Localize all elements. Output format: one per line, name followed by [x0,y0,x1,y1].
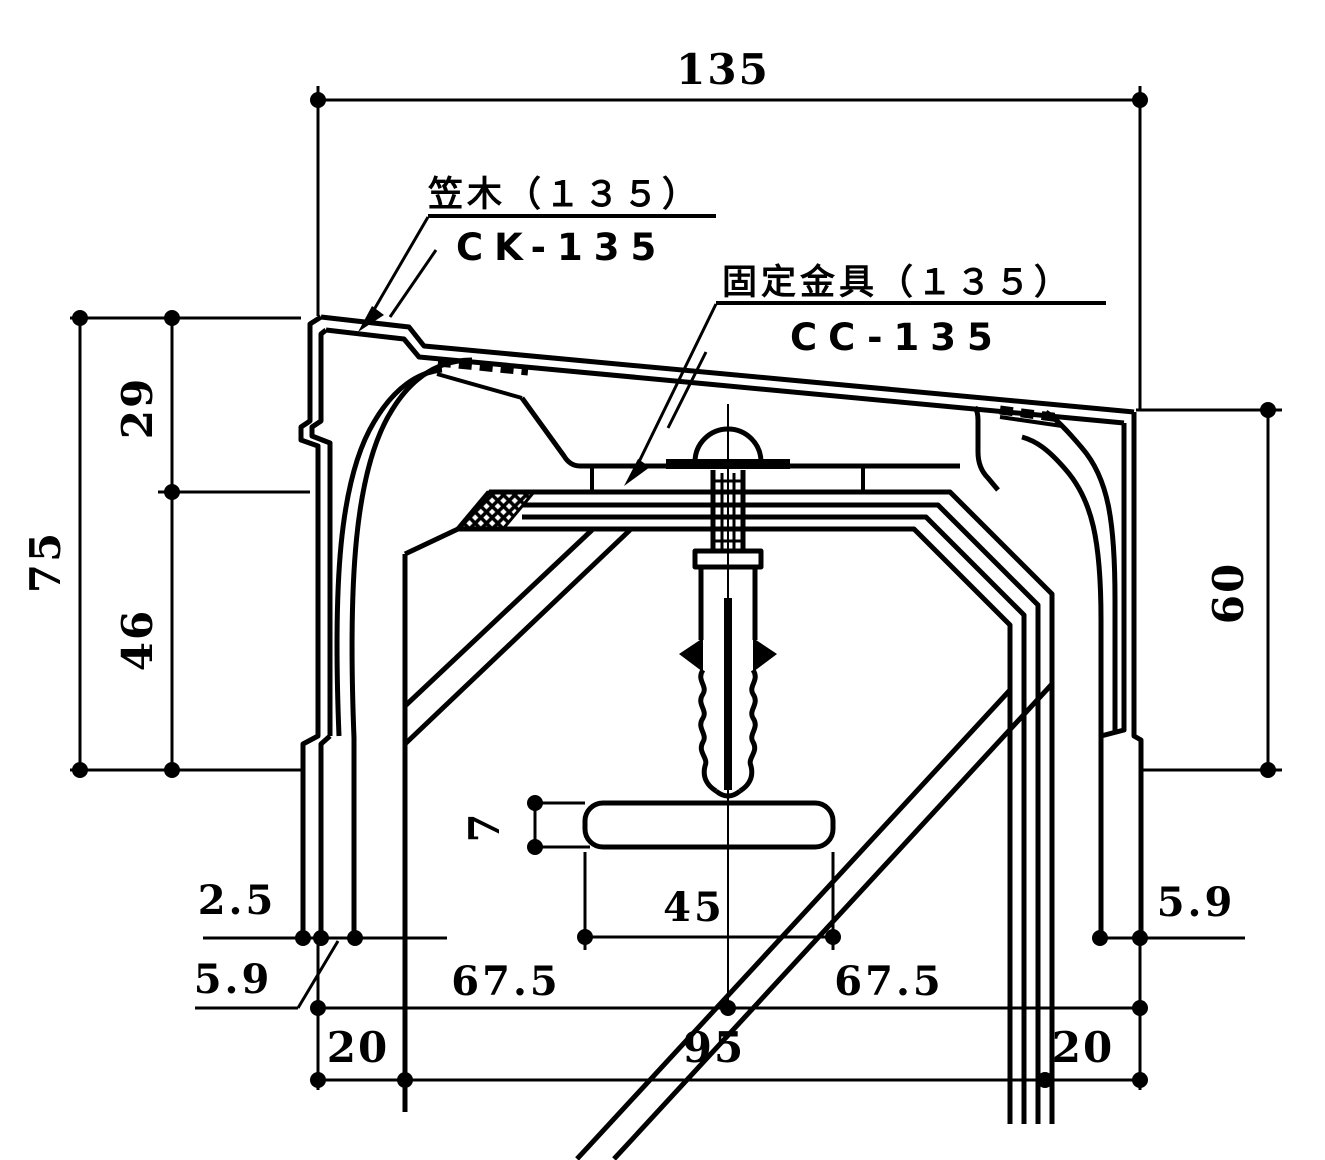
cap-outer-left-edge [298,314,323,932]
dim-base-right: 20 [1052,1023,1114,1072]
dim-overall-width: 135 [676,45,770,94]
cap-outer-right-edge [1131,412,1144,932]
band-line-3 [522,514,1027,1124]
dim-dot [720,1000,736,1016]
bracket-leader-arrowhead [624,459,650,486]
dim-dot [313,930,329,946]
dim-right-drop-height: 60 [1204,562,1253,624]
bracket-leader-line [634,303,718,469]
dim-left-lip-offset: 2.5 [198,877,277,924]
dim-dot [527,795,543,811]
brace-diagonal-long-1 [575,688,1012,1160]
plug-barb-right [753,638,777,672]
dimension-lines [70,86,1282,1090]
dim-dot [164,762,180,778]
cap-left-liner-outer-curve [334,367,443,737]
dim-lower-height: 46 [113,609,162,671]
cap-inner-top-skin [325,327,1125,426]
dim-half-span-right: 67.5 [834,958,943,1005]
cap-right-liner-inner-curve [1021,434,1104,736]
dim-dot [1092,930,1108,946]
dim-dot [164,310,180,326]
right-gasket-seal [999,405,1061,423]
dim-dot [1260,762,1276,778]
brace-diagonal-upper-1 [403,528,632,746]
plug-barb-left [679,638,703,672]
crosshatch-seal-block [454,490,538,531]
cap-inner-right-edge [1098,423,1127,932]
cap-label-code: CK-135 [456,226,667,269]
dim-dot [72,762,88,778]
cap-leader-line [366,216,438,321]
anchor-bolt-assembly [666,404,790,1006]
dim-dot [397,1072,413,1088]
dim-dot [295,930,311,946]
dim-slot-width: 45 [663,884,725,931]
band-line-2 [522,502,1041,1124]
dim-upper-height: 29 [113,377,162,439]
dim-dot [1132,930,1148,946]
dim-base-left: 20 [327,1023,389,1072]
cap-leader-arrowhead [358,306,384,332]
dim-dot [1132,1072,1148,1088]
dim-right-wall-thickness: 5.9 [1157,879,1236,926]
bracket-label-code: CC-135 [790,316,1004,359]
bracket-label-name: 固定金具（１３５） [722,262,1073,303]
left-gasket-seal [437,357,529,376]
dimension-dots [72,92,1276,1088]
dim-dot [310,92,326,108]
brace-diagonal-upper-2 [403,528,594,708]
dim-dot [1132,92,1148,108]
gasket-backing-left [436,372,523,400]
dim-dot [347,930,363,946]
dim-dot [310,1000,326,1016]
gasket-backing-right [999,415,1063,428]
dim-base-center: 95 [683,1023,745,1072]
anchor-slot [582,800,836,850]
dim-dot [577,929,593,945]
dim-dot [1132,1000,1148,1016]
plug-ribbed-side-left [698,668,718,794]
callout-cap: 笠木（１３５） CK-135 [358,175,716,332]
cap-profile [298,314,1144,932]
dim-dot [72,310,88,326]
dimension-text: 135 75 29 46 60 7 45 2.5 5.9 5.9 67.5 67… [21,45,1253,1072]
dim-overall-height: 75 [21,531,70,593]
bracket-seat-plate [519,396,960,469]
plug-ribbed-side-right [738,668,758,794]
dim-half-span-left: 67.5 [451,958,560,1005]
dim-dot [527,839,543,855]
dim-dot [164,484,180,500]
dim-dot [1037,1072,1053,1088]
cap-left-leg-inner-skin [318,734,332,932]
dim-slot-height: 7 [460,811,509,842]
dim-dot [310,1072,326,1088]
bracket-pocket-right-wall [972,405,1000,492]
cap-left-liner-inner-curve [349,357,473,932]
plug-top-flare [692,548,764,570]
callout-fixing-bracket: 固定金具（１３５） CC-135 [624,262,1106,486]
dim-dot [825,929,841,945]
cap-label-name: 笠木（１３５） [428,175,701,215]
dim-dot [1260,402,1276,418]
cap-inner-left-edge [309,328,333,736]
dim-left-wall-thickness: 5.9 [194,956,273,1003]
wall-top-chamfer [403,526,460,557]
cap-right-liner-outer-curve [1044,409,1118,732]
band-line-4 [458,526,1013,1124]
